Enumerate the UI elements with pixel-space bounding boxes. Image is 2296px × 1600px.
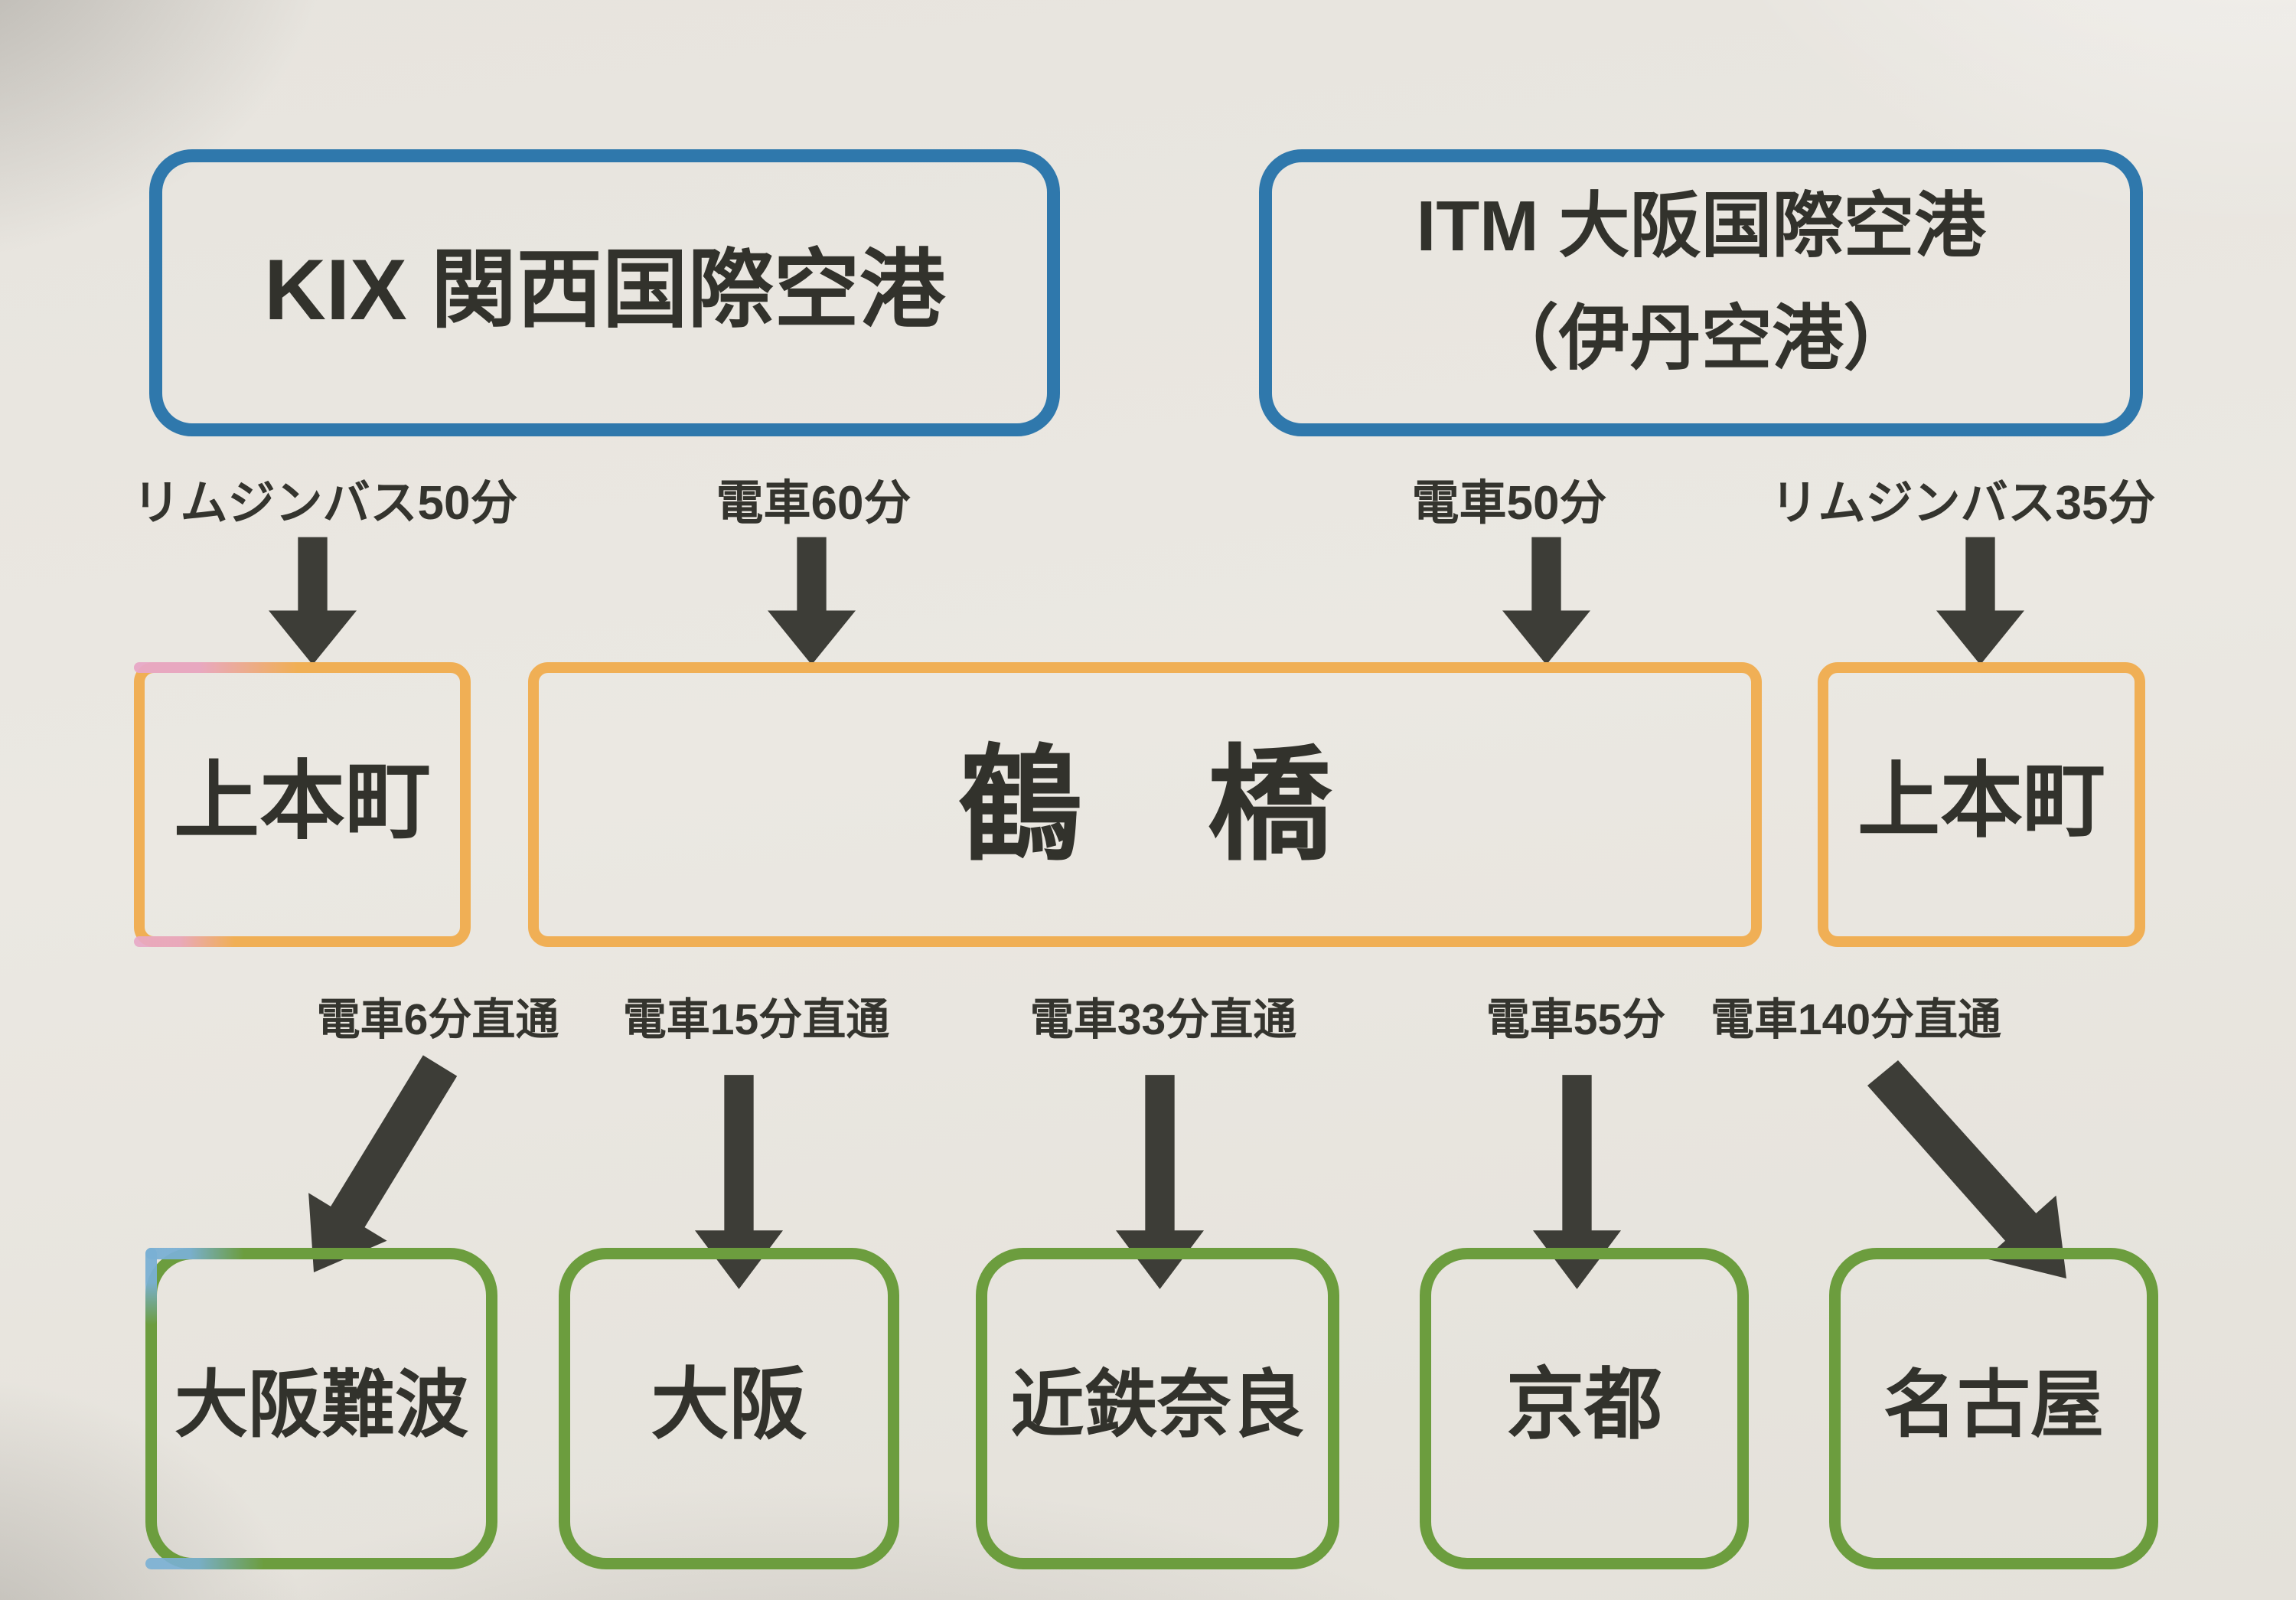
down-arrow-icon (1502, 537, 1590, 665)
arrow-glyph (1502, 537, 1590, 665)
marker-tint-pink-icon (134, 662, 298, 673)
kyoto-label: 京都 (1506, 1360, 1662, 1448)
arrow-tsuruhashi-to-nagoya (1867, 1060, 2082, 1290)
marker-tint-blue-icon (145, 1558, 264, 1569)
kintetsu-nara-label: 近鉄奈良 (1010, 1363, 1305, 1446)
route-label-limousine-bus-35min: リムジンバス35分 (1770, 477, 2156, 530)
down-left-arrow-icon (308, 1055, 458, 1272)
node-uehommachi-left: 上本町 (134, 662, 471, 947)
down-arrow-icon (768, 537, 856, 665)
arrow-glyph (768, 537, 856, 665)
itm-airport-label-line1: ITM 大阪国際空港 (1416, 185, 1986, 266)
node-kintetsu-nara: 近鉄奈良 (976, 1248, 1339, 1569)
arrow-itm-to-uehommachi (1936, 534, 2024, 668)
down-arrow-icon (269, 537, 357, 665)
arrow-tsuruhashi-to-osaka-namba (302, 1050, 463, 1280)
down-arrow-icon (1936, 537, 2024, 665)
down-arrow-icon (1533, 1075, 1621, 1289)
arrow-tsuruhashi-to-kyoto (1533, 1070, 1621, 1294)
node-osaka-namba: 大阪難波 (145, 1248, 497, 1569)
down-right-arrow-icon (1867, 1060, 2066, 1278)
route-label-train-15min-direct: 電車15分直通 (622, 995, 890, 1044)
arrow-glyph (1533, 1075, 1621, 1289)
arrow-glyph (1116, 1075, 1204, 1289)
route-label-train-50min: 電車50分 (1411, 477, 1607, 530)
route-label-train-55min: 電車55分 (1486, 995, 1666, 1044)
arrow-glyph (308, 1055, 458, 1272)
arrow-glyph (695, 1075, 783, 1289)
node-tsuruhashi: 鶴 橋 (528, 662, 1762, 947)
uehommachi-right-label: 上本町 (1857, 754, 2105, 847)
tsuruhashi-label: 鶴 橋 (957, 735, 1332, 875)
down-arrow-icon (695, 1075, 783, 1289)
uehommachi-left-label: 上本町 (174, 753, 431, 849)
route-label-train-6min-direct: 電車6分直通 (316, 995, 559, 1044)
itm-airport-label-line2: （伊丹空港） (1487, 298, 1915, 378)
marker-tint-blue-icon (145, 1248, 244, 1259)
node-uehommachi-right: 上本町 (1818, 662, 2145, 947)
node-osaka: 大阪 (559, 1248, 899, 1569)
arrow-itm-to-tsuruhashi (1502, 534, 1590, 668)
route-label-train-60min: 電車60分 (716, 477, 912, 530)
node-nagoya: 名古屋 (1829, 1248, 2158, 1569)
route-label-train-140min-direct: 電車140分直通 (1710, 995, 2002, 1044)
osaka-label: 大阪 (651, 1360, 807, 1448)
arrow-glyph (1936, 537, 2024, 665)
node-kix-airport: KIX 関西国際空港 (149, 149, 1060, 436)
arrow-glyph (1867, 1060, 2066, 1278)
arrow-glyph (269, 537, 357, 665)
osaka-namba-label: 大阪難波 (174, 1363, 468, 1446)
arrow-kix-to-uehommachi (269, 534, 357, 668)
route-label-limousine-bus-50min: リムジンバス50分 (132, 477, 518, 530)
route-label-train-33min-direct: 電車33分直通 (1029, 995, 1297, 1044)
marker-tint-pink-icon (134, 936, 235, 947)
kix-airport-label: KIX 関西国際空港 (264, 241, 945, 338)
arrow-tsuruhashi-to-kintetsu-nara (1116, 1070, 1204, 1294)
arrow-tsuruhashi-to-osaka (695, 1070, 783, 1294)
arrow-kix-to-tsuruhashi (768, 534, 856, 668)
node-itm-airport: ITM 大阪国際空港 （伊丹空港） (1259, 149, 2143, 436)
nagoya-label: 名古屋 (1883, 1363, 2104, 1446)
down-arrow-icon (1116, 1075, 1204, 1289)
marker-tint-blue-icon (145, 1248, 157, 1326)
node-kyoto: 京都 (1420, 1248, 1749, 1569)
